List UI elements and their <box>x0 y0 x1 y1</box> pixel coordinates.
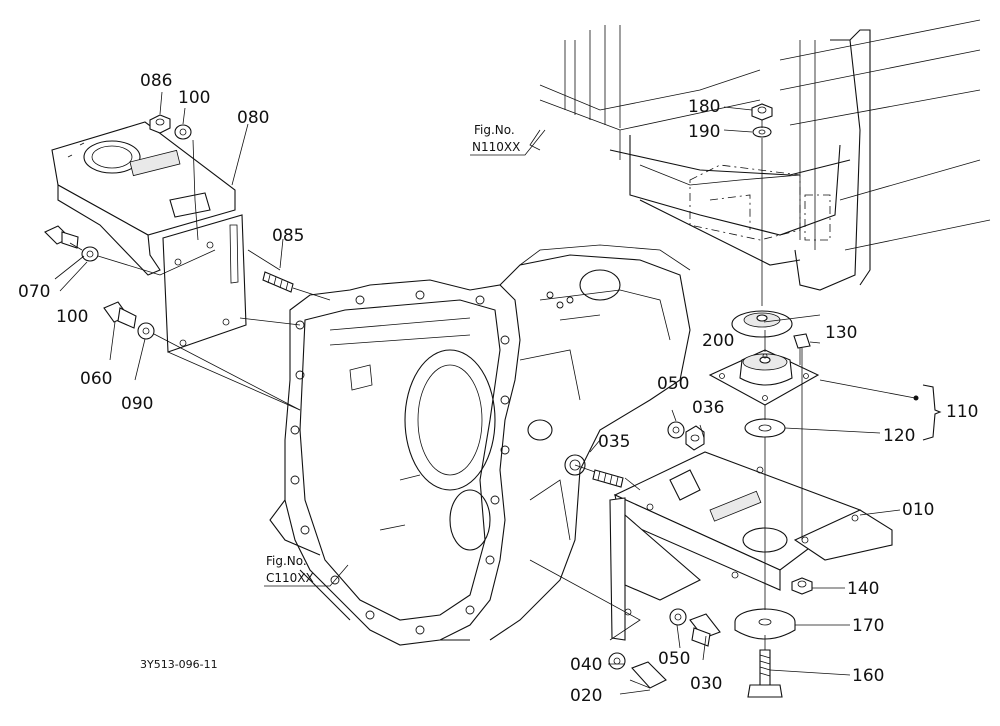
mount-plate-010 <box>609 451 893 641</box>
group-bracket <box>922 384 942 441</box>
label-030: 030 <box>690 674 722 694</box>
label-035: 035 <box>598 432 630 452</box>
label-020: 020 <box>570 686 602 706</box>
label-160: 160 <box>852 666 884 686</box>
label-086: 086 <box>140 71 172 91</box>
label-120: 120 <box>883 426 915 446</box>
part-labels: 086 100 080 070 100 085 060 090 180 190 … <box>18 71 978 706</box>
label-050-lower: 050 <box>658 649 690 669</box>
label-130: 130 <box>825 323 857 343</box>
transmission-case <box>269 244 691 646</box>
label-060: 060 <box>80 369 112 389</box>
label-080: 080 <box>237 108 269 128</box>
frame-assembly <box>539 19 991 291</box>
ref-c110xx-line1: Fig.No. <box>266 554 307 568</box>
guide-lines-left <box>54 91 331 411</box>
label-100-upper: 100 <box>178 88 210 108</box>
figure-reference-c110xx: Fig.No. C110XX <box>264 554 349 587</box>
label-110: 110 <box>946 402 978 422</box>
label-010: 010 <box>902 500 934 520</box>
ref-c110xx-line2: C110XX <box>266 571 314 585</box>
label-040: 040 <box>570 655 602 675</box>
label-036: 036 <box>692 398 724 418</box>
drawing-code: 3Y513-096-11 <box>140 658 218 671</box>
label-100-lower: 100 <box>56 307 88 327</box>
ref-n110xx-line2: N110XX <box>472 140 520 154</box>
ref-n110xx-line1: Fig.No. <box>474 123 515 137</box>
hardware-left <box>44 114 294 340</box>
label-050-upper: 050 <box>657 374 689 394</box>
label-180: 180 <box>688 97 720 117</box>
label-085: 085 <box>272 226 304 246</box>
label-140: 140 <box>847 579 879 599</box>
label-070: 070 <box>18 282 50 302</box>
guide-lines-right <box>529 106 916 695</box>
label-170: 170 <box>852 616 884 636</box>
hardware-right <box>592 103 820 698</box>
group-marker-dot <box>913 395 919 401</box>
label-200: 200 <box>702 331 734 351</box>
label-190: 190 <box>688 122 720 142</box>
bracket-080 <box>51 121 247 353</box>
label-090: 090 <box>121 394 153 414</box>
figure-reference-n110xx: Fig.No. N110XX <box>470 123 546 156</box>
